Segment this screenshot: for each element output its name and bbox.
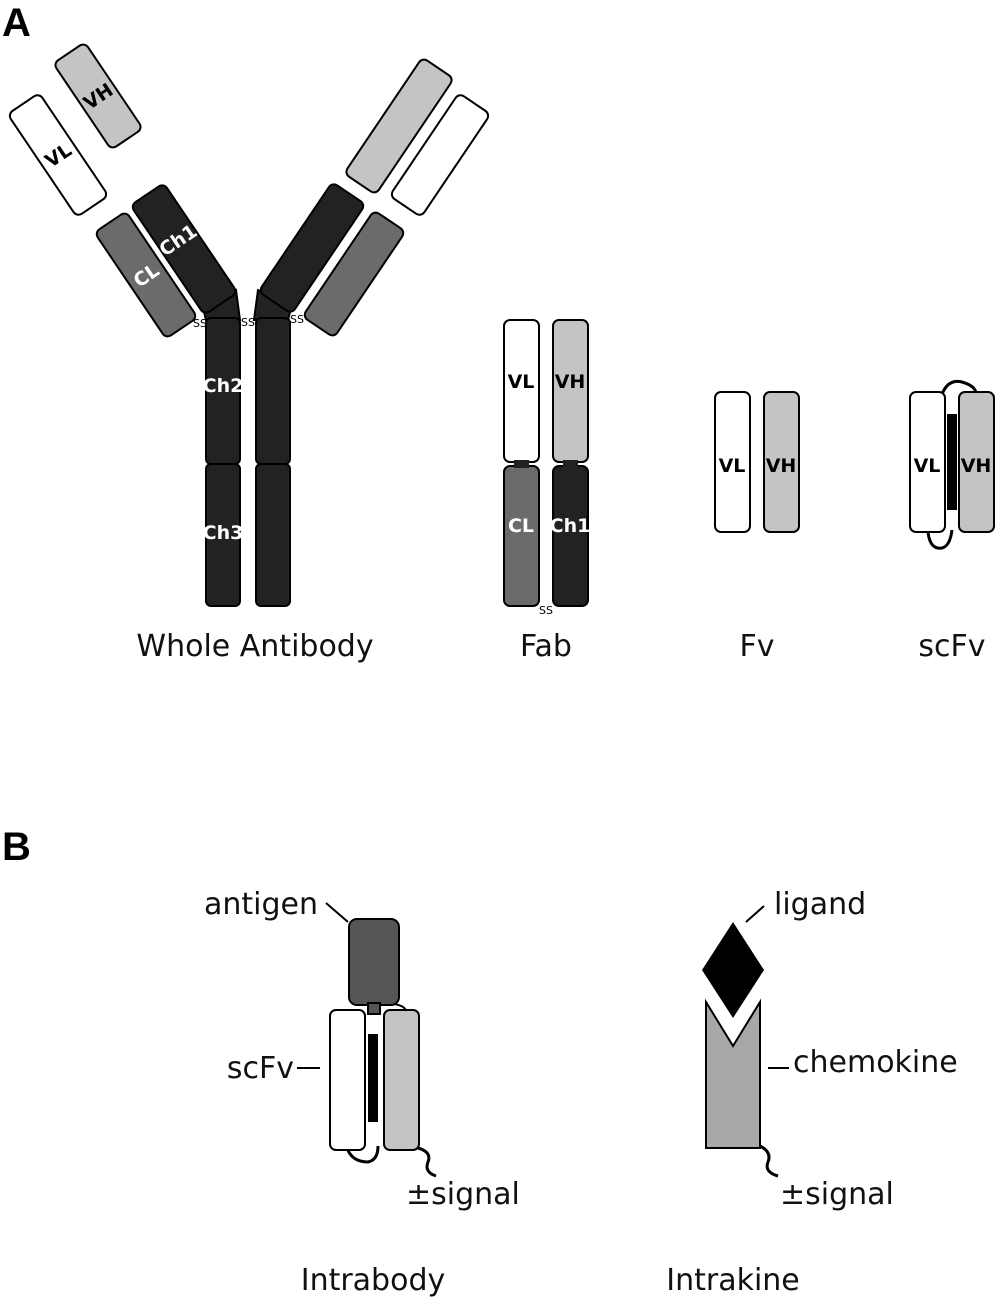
ligand-diamond xyxy=(702,922,764,1018)
panel-label-a: A xyxy=(2,1,31,45)
fab-label-cl: CL xyxy=(508,515,534,537)
left-cl-domain: CL xyxy=(95,212,197,338)
panel-label-b: B xyxy=(2,825,31,869)
fab-label-vl: VL xyxy=(508,371,535,393)
fv-vh-domain xyxy=(763,391,800,533)
scfv-vh-domain xyxy=(958,391,995,533)
left-ch1-domain: Ch1 xyxy=(131,184,237,314)
fv-label-vl: VL xyxy=(719,455,746,477)
fab-label-ch1: Ch1 xyxy=(550,515,591,537)
intrakine-signal-tail xyxy=(759,1144,779,1178)
intrabody-peptide-linker xyxy=(368,1034,378,1122)
fv-label-vh: VH xyxy=(766,455,797,477)
caption-intrakine: Intrakine xyxy=(666,1263,800,1298)
intrabody-linker-bottom xyxy=(345,1145,380,1164)
label-scfv: scFv xyxy=(227,1051,294,1086)
disulfide-right-arm: SS xyxy=(290,313,304,326)
caption-fab: Fab xyxy=(520,629,572,664)
whole-antibody: VH Ch1 VL CL xyxy=(8,43,490,607)
label-signal-intrakine: ±signal xyxy=(780,1177,894,1212)
intrabody xyxy=(297,902,437,1178)
right-ch1-domain xyxy=(259,183,365,313)
left-ch3-domain xyxy=(205,463,241,607)
scfv-linker-bottom xyxy=(926,529,954,550)
antigen-stem xyxy=(367,1002,381,1015)
label-chemokine: chemokine xyxy=(793,1045,958,1080)
fab-light-junction xyxy=(514,460,529,468)
scfv-label-vl: VL xyxy=(914,455,941,477)
intrakine xyxy=(702,905,789,1178)
left-vh-domain: VH xyxy=(54,43,142,149)
scfv-fragment: VL VH xyxy=(909,379,995,550)
caption-intrabody: Intrabody xyxy=(301,1263,446,1298)
disulfide-hinge: SS xyxy=(241,316,255,329)
right-vl-domain xyxy=(390,94,490,216)
intrabody-vh-domain xyxy=(383,1009,420,1151)
disulfide-left-arm: SS xyxy=(193,317,207,330)
scfv-vl-domain xyxy=(909,391,946,533)
fv-fragment: VL VH xyxy=(714,391,800,533)
antigen-block xyxy=(348,918,400,1006)
scfv-linker-top xyxy=(938,379,978,401)
scfv-label-vh: VH xyxy=(961,455,992,477)
fab-label-vh: VH xyxy=(555,371,586,393)
right-ch3-domain xyxy=(255,463,291,607)
left-vl-domain: VL xyxy=(8,94,108,216)
chemokine-block xyxy=(705,998,761,1149)
label-ch2: Ch2 xyxy=(203,375,244,397)
fab-fragment: VL VH CL Ch1 SS xyxy=(503,319,591,617)
intrabody-signal-tail xyxy=(417,1146,437,1178)
caption-fv: Fv xyxy=(739,629,774,664)
fab-heavy-junction xyxy=(563,460,578,468)
label-signal-intrabody: ±signal xyxy=(406,1177,520,1212)
label-ligand: ligand xyxy=(774,887,866,922)
fv-vl-domain xyxy=(714,391,751,533)
caption-scfv: scFv xyxy=(918,629,985,664)
right-cl-domain xyxy=(303,211,405,337)
caption-whole-antibody: Whole Antibody xyxy=(136,629,373,664)
antigen-leader-line xyxy=(325,902,349,923)
fab-disulfide: SS xyxy=(539,604,553,617)
right-vh-domain xyxy=(345,58,453,194)
label-antigen: antigen xyxy=(204,887,318,922)
right-ch2-domain xyxy=(255,317,291,465)
scfv-peptide-linker xyxy=(947,414,957,510)
intrabody-vl-domain xyxy=(329,1009,366,1151)
ligand-leader-line xyxy=(745,905,765,923)
label-ch3: Ch3 xyxy=(203,522,244,544)
